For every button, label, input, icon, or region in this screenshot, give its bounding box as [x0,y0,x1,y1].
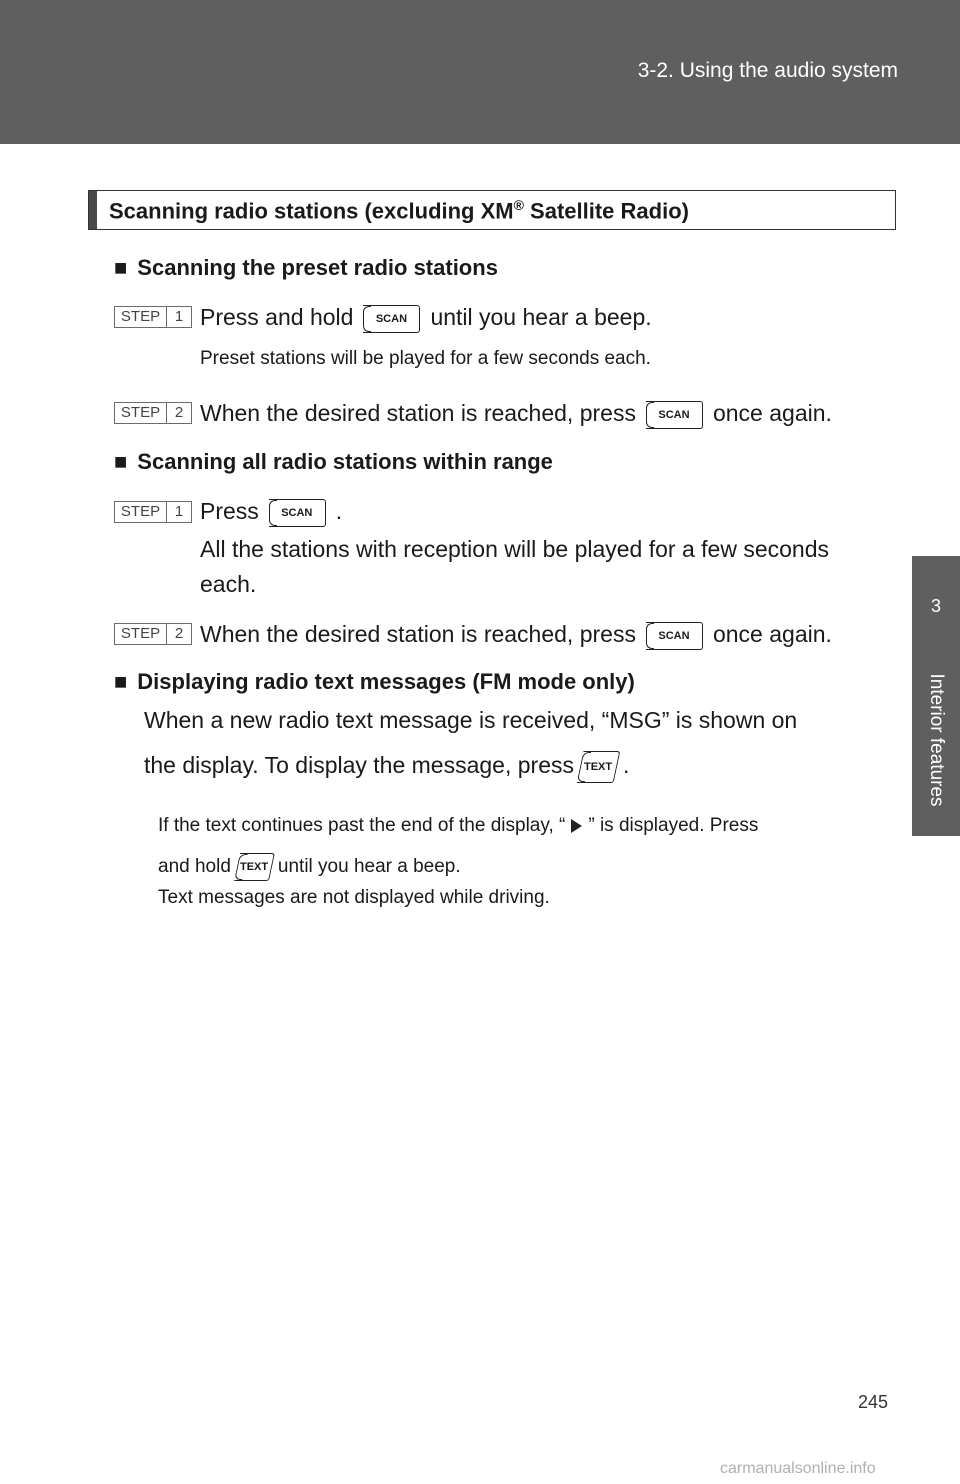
section-title-box: Scanning radio stations (excluding XM® S… [88,190,896,230]
step-note: Preset stations will be played for a few… [200,348,651,369]
watermark: carmanualsonline.info [720,1460,876,1477]
step-instruction: When the desired station is reached, pre… [200,400,832,429]
play-arrow-icon [571,818,583,833]
scan-button-icon: SCAN [363,304,421,333]
text-message-paragraph: When a new radio text message is receive… [144,707,798,733]
text-message-paragraph: the display. To display the message, pre… [144,751,629,783]
step-description: each. [200,571,257,597]
chapter-label-tab [912,656,960,836]
bullet-icon: ■ [114,255,128,280]
chapter-label: Interior features [926,673,947,807]
text-note: If the text continues past the end of th… [158,815,759,836]
subsection-heading-preset: ■Scanning the preset radio stations [114,255,498,280]
text-button-icon: TEXT [233,853,275,881]
subsection-heading-text: ■Displaying radio text messages (FM mode… [114,669,635,694]
chapter-number: 3 [912,556,960,656]
scan-button-icon: SCAN [268,498,326,527]
page-number: 245 [858,1392,889,1412]
subsection-heading-all: ■Scanning all radio stations within rang… [114,449,553,474]
step-instruction: When the desired station is reached, pre… [200,621,832,650]
page-header: 3-2. Using the audio system [0,0,960,144]
text-button-icon: TEXT [576,751,621,783]
text-note: Text messages are not displayed while dr… [158,887,550,908]
bullet-icon: ■ [114,669,128,694]
step-description: All the stations with reception will be … [200,536,829,562]
scan-button-icon: SCAN [645,400,703,429]
section-title: Scanning radio stations (excluding XM® S… [109,197,689,224]
scan-button-icon: SCAN [645,621,703,650]
header-section-title: 3-2. Using the audio system [637,59,898,82]
bullet-icon: ■ [114,449,128,474]
